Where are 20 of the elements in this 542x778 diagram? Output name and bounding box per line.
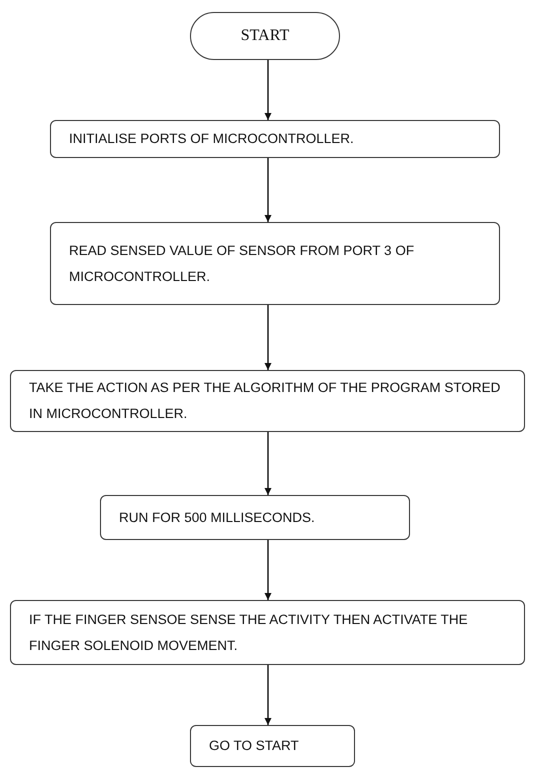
process-box <box>50 222 500 305</box>
arrow <box>264 540 272 600</box>
process-box <box>10 600 525 665</box>
process-box <box>100 495 410 540</box>
arrow <box>264 665 272 725</box>
arrow <box>264 158 272 222</box>
terminal-box <box>190 12 340 60</box>
step-text: INITIALISE PORTS OF MICROCONTROLLER. <box>69 130 354 148</box>
process-box <box>190 725 355 767</box>
terminal-label: START <box>240 26 290 46</box>
step-text: TAKE THE ACTION AS PER THE ALGORITHM OF THE PROGRAM STORED IN MICROCONTROLLER. <box>29 379 502 423</box>
step-text: IF THE FINGER SENSOE SENSE THE ACTIVITY THEN ACTIVATE THE FINGER SOLENOID MOVEMENT. <box>29 610 469 654</box>
arrow <box>264 432 272 495</box>
step-text: RUN FOR 500 MILLISECONDS. <box>119 508 315 527</box>
step-text: GO TO START <box>209 737 299 756</box>
process-box <box>10 370 525 432</box>
arrow <box>264 305 272 370</box>
process-box <box>50 120 500 158</box>
arrow <box>264 60 272 120</box>
step-text: READ SENSED VALUE OF SENSOR FROM PORT 3 OF MICROCONTROLLER. <box>69 242 416 286</box>
